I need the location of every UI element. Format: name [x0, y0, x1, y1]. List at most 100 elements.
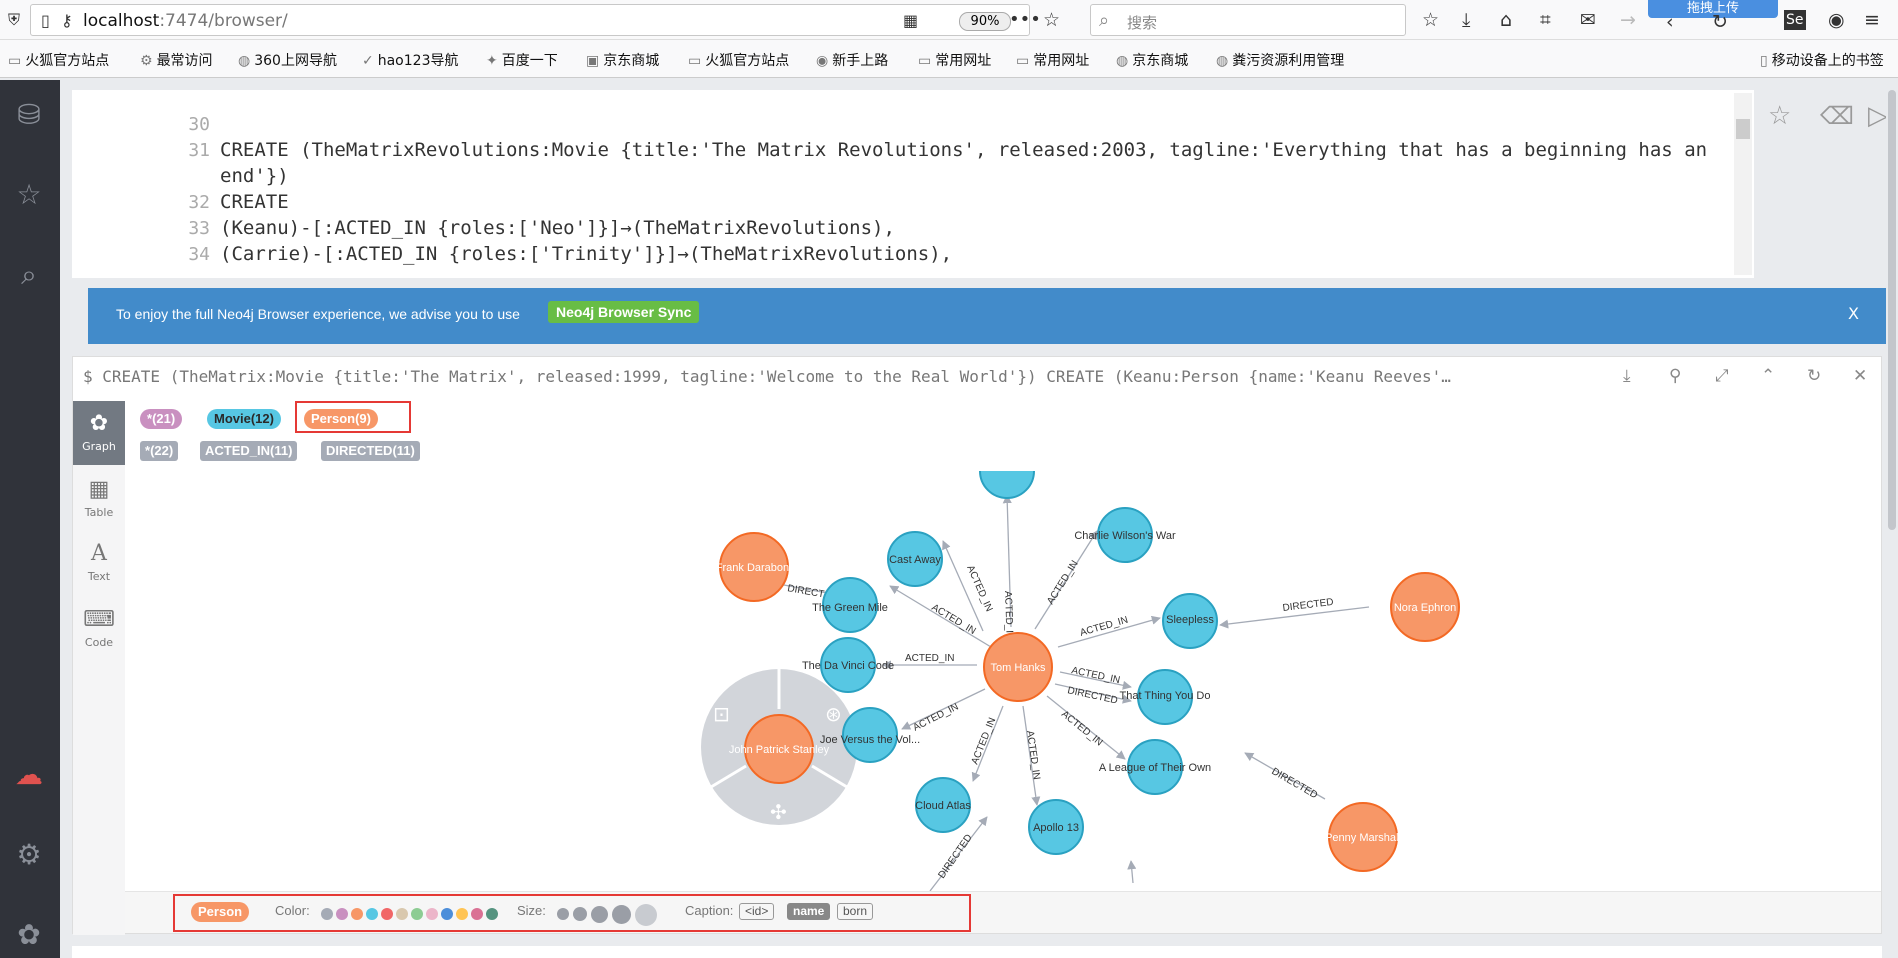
- search-input[interactable]: ⌕ 搜索: [1090, 4, 1406, 36]
- node-person[interactable]: [983, 632, 1053, 702]
- eraser-icon[interactable]: ⌫: [1820, 102, 1854, 130]
- home-icon[interactable]: ⌂: [1500, 9, 1513, 31]
- bookmark-item[interactable]: ◍360上网导航: [238, 53, 337, 69]
- node-movie[interactable]: [887, 531, 943, 587]
- star-icon[interactable]: ☆: [1043, 9, 1061, 31]
- edge-tom-league[interactable]: [1046, 695, 1126, 760]
- selenium-icon[interactable]: Se: [1784, 10, 1806, 30]
- documents-icon[interactable]: ⌕: [21, 258, 37, 291]
- edge-tom-greenmile[interactable]: [889, 585, 992, 648]
- query-summary[interactable]: $ CREATE (TheMatrix:Movie {title:'The Ma…: [83, 367, 1451, 386]
- edge-apollo-bottom[interactable]: [1127, 860, 1137, 884]
- node-person[interactable]: [719, 532, 789, 602]
- bookmark-item[interactable]: ▭火狐官方站点: [8, 53, 110, 69]
- tab-graph[interactable]: ✿Graph: [73, 401, 125, 465]
- tab-code[interactable]: ⌨Code: [73, 597, 125, 661]
- edge-tom-charlie[interactable]: [1034, 530, 1098, 630]
- node-movie[interactable]: [1162, 593, 1218, 649]
- node-pill-all[interactable]: *(21): [140, 409, 183, 429]
- connection-error-icon[interactable]: ☁: [15, 758, 43, 791]
- color-swatch[interactable]: [396, 908, 408, 920]
- node-pill-person[interactable]: Person(9): [304, 409, 378, 429]
- rerun-icon[interactable]: ↻: [1807, 366, 1822, 386]
- color-swatch[interactable]: [321, 908, 333, 920]
- upload-button[interactable]: 拖拽上传: [1648, 0, 1778, 18]
- node-person[interactable]: [1328, 802, 1398, 872]
- node-movie[interactable]: [1097, 507, 1153, 563]
- node-movie[interactable]: [979, 471, 1035, 499]
- url-bar[interactable]: ▯ ⚷ localhost:7474/browser/ ▦ 90% ••• ☆: [30, 4, 1060, 36]
- color-swatch[interactable]: [456, 908, 468, 920]
- favorites-icon[interactable]: ☆: [16, 178, 42, 211]
- bookmark-item[interactable]: ◍京东商城: [1116, 53, 1189, 69]
- rel-pill-acted-in[interactable]: ACTED_IN(11): [200, 441, 298, 461]
- menu-icon[interactable]: ≡: [1864, 9, 1880, 31]
- close-frame-icon[interactable]: ✕: [1853, 366, 1868, 386]
- page-scrollbar[interactable]: [1886, 80, 1898, 958]
- node-movie[interactable]: [1028, 799, 1084, 855]
- color-swatch[interactable]: [381, 908, 393, 920]
- color-swatch[interactable]: [411, 908, 423, 920]
- crop-icon[interactable]: ⌗: [1540, 9, 1551, 31]
- reading-list-icon[interactable]: ☆: [1422, 9, 1440, 31]
- qr-code-icon[interactable]: ▦: [903, 11, 919, 30]
- size-option[interactable]: [612, 905, 631, 924]
- edge-tom-thatthing-directed[interactable]: [1054, 683, 1132, 704]
- chat-icon[interactable]: ✉: [1580, 9, 1596, 31]
- settings-icon[interactable]: ⚙: [16, 838, 42, 871]
- edge-tom-film-top[interactable]: [1002, 494, 1012, 628]
- account-icon[interactable]: ◉: [1828, 9, 1845, 31]
- mobile-bookmarks[interactable]: ▯移动设备上的书签: [1760, 53, 1884, 69]
- download-icon[interactable]: ⤓: [1462, 9, 1471, 31]
- color-swatch[interactable]: [351, 908, 363, 920]
- edge-tom-joe[interactable]: [901, 688, 986, 730]
- database-icon[interactable]: ⛁: [17, 98, 41, 131]
- node-movie[interactable]: [915, 777, 971, 833]
- color-swatch[interactable]: [471, 908, 483, 920]
- color-swatch[interactable]: [426, 908, 438, 920]
- node-person[interactable]: [744, 714, 814, 784]
- graph-svg[interactable]: DIRECTED ACTED_IN ACTED_IN ACTED_IN ACTE…: [125, 471, 1881, 891]
- edge-bottom-cloud[interactable]: [929, 816, 988, 891]
- size-option[interactable]: [573, 907, 587, 921]
- caption-born[interactable]: born: [837, 903, 874, 920]
- color-swatch[interactable]: [336, 908, 348, 920]
- node-movie[interactable]: [842, 707, 898, 763]
- edge-tom-thatthing-acted[interactable]: [1059, 671, 1132, 690]
- node-pill-movie[interactable]: Movie(12): [207, 409, 281, 429]
- rel-pill-all[interactable]: *(22): [140, 441, 179, 461]
- query-editor[interactable]: 30 31 CREATE (TheMatrixRevolutions:Movie…: [72, 90, 1754, 278]
- shield-icon[interactable]: ⛨: [8, 10, 21, 29]
- caption-name[interactable]: name: [787, 903, 831, 920]
- dismiss-node-icon[interactable]: ✣: [770, 800, 787, 824]
- bookmark-item[interactable]: ⚙最常访问: [140, 53, 213, 69]
- graph-nodes[interactable]: [719, 471, 1460, 872]
- bookmark-item[interactable]: ✓hao123导航: [362, 53, 459, 69]
- about-icon[interactable]: ✿: [17, 918, 41, 951]
- zoom-badge[interactable]: 90%: [959, 12, 1011, 31]
- node-movie[interactable]: [820, 637, 876, 693]
- expand-icon[interactable]: ⤢: [1715, 366, 1729, 386]
- edge-tom-castaway[interactable]: [942, 540, 984, 632]
- bookmark-item[interactable]: ▭火狐官方站点: [688, 53, 790, 69]
- arrow-right-icon[interactable]: →: [1620, 9, 1636, 31]
- rel-pill-directed[interactable]: DIRECTED(11): [321, 441, 420, 461]
- bookmark-item[interactable]: ▣京东商城: [586, 53, 660, 69]
- edge-tom-sleepless[interactable]: [1057, 615, 1161, 648]
- edge-nora-sleepless[interactable]: [1219, 606, 1370, 629]
- unlock-icon[interactable]: ⊡: [713, 702, 730, 726]
- expand-node-icon[interactable]: ⊛: [825, 702, 842, 726]
- bookmark-item[interactable]: ◉新手上路: [816, 53, 889, 69]
- bookmark-item[interactable]: ✦百度一下: [486, 53, 558, 69]
- bookmark-item[interactable]: ▭常用网址: [918, 53, 992, 69]
- size-option[interactable]: [635, 904, 657, 926]
- play-icon[interactable]: ▷: [1868, 101, 1888, 131]
- graph-canvas[interactable]: DIRECTED ACTED_IN ACTED_IN ACTED_IN ACTE…: [125, 471, 1881, 891]
- node-movie[interactable]: [1127, 739, 1183, 795]
- browser-sync-button[interactable]: Neo4j Browser Sync: [548, 301, 700, 323]
- edge-tom-cloud[interactable]: [971, 705, 1004, 782]
- size-option[interactable]: [591, 906, 608, 923]
- collapse-icon[interactable]: ⌃: [1761, 366, 1776, 386]
- edge-penny-league[interactable]: [1244, 752, 1326, 800]
